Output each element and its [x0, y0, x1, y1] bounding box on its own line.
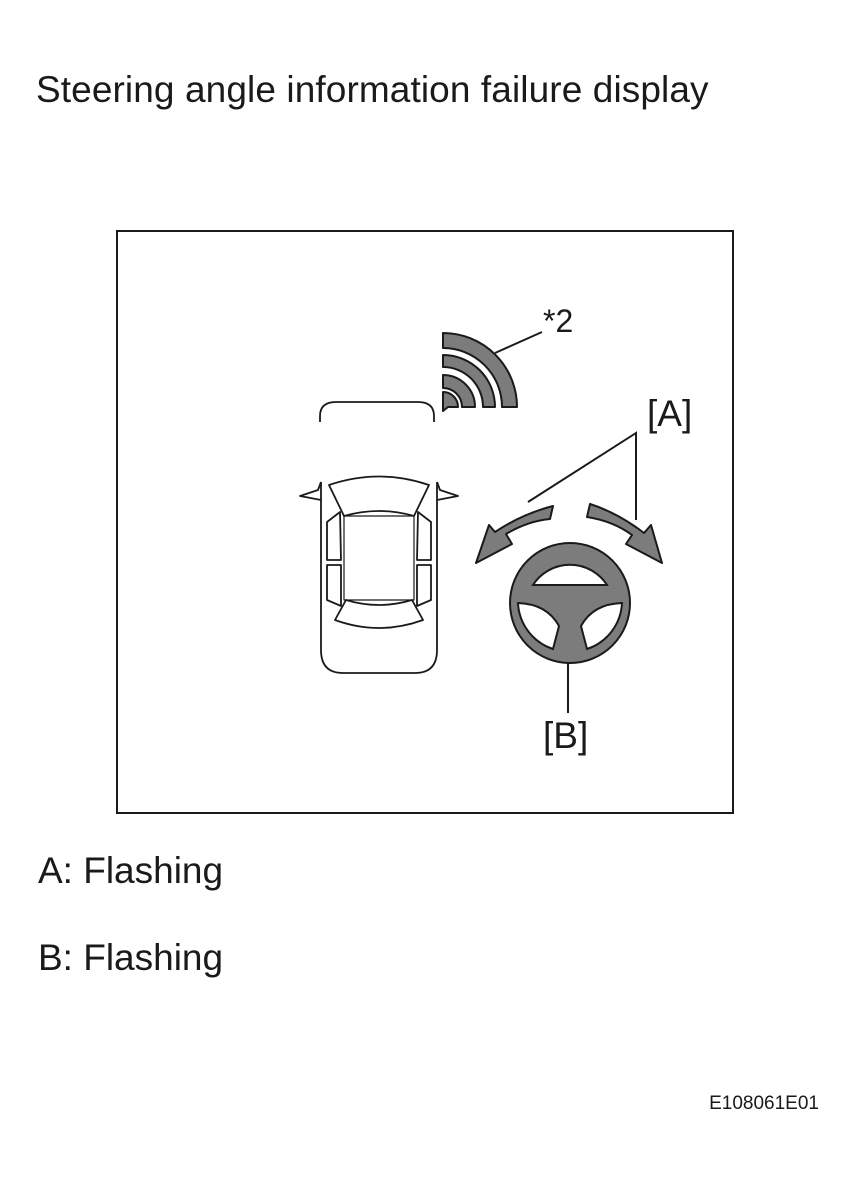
callout-a: [A]: [647, 393, 692, 434]
figure-id: E108061E01: [709, 1093, 819, 1114]
legend-a: A: Flashing: [38, 850, 224, 891]
page-title: Steering angle information failure displ…: [36, 69, 709, 110]
front-bumper-outline: [319, 401, 435, 422]
callout-star2: *2: [543, 303, 573, 339]
diagram-frame: [116, 230, 734, 814]
steering-direction-arrows-icon: [475, 503, 663, 564]
legend-b: B: Flashing: [38, 937, 224, 978]
steering-wheel-icon: [509, 542, 631, 664]
callout-line-a: [527, 431, 637, 520]
sensor-indicator-icon: [442, 332, 518, 412]
callout-line-star2: [494, 331, 543, 354]
vehicle-icon: [299, 475, 459, 674]
callout-b: [B]: [543, 715, 588, 756]
